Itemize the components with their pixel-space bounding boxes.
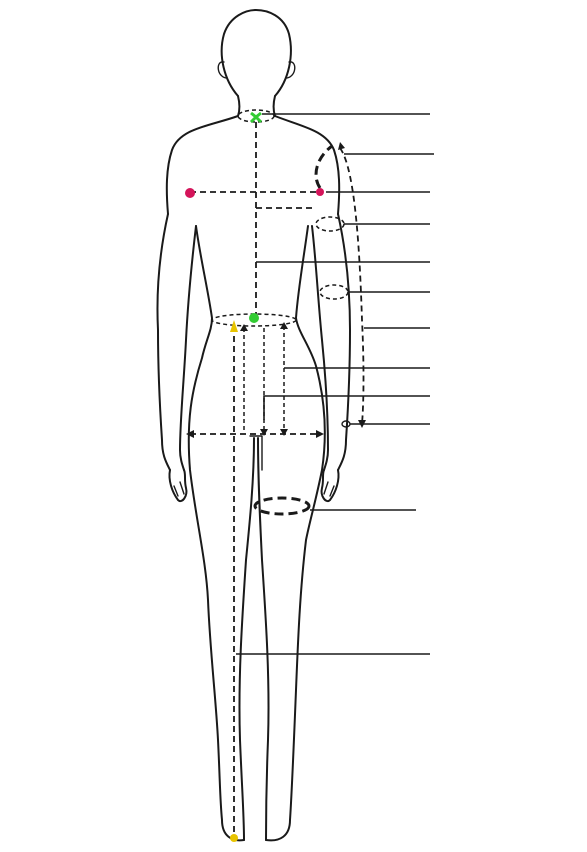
leader-lines xyxy=(236,113,434,655)
right-shoulder-point xyxy=(316,188,324,196)
hip-depth-arrow-up xyxy=(280,322,288,329)
left-arm-inner xyxy=(179,225,197,471)
waist-point xyxy=(249,313,259,323)
head-outline xyxy=(220,9,292,97)
body-left-side xyxy=(187,225,245,842)
shoulder-slope-guide xyxy=(314,144,333,189)
sleeve-arrow-top xyxy=(338,142,345,150)
left-fingers xyxy=(173,481,185,497)
right-arm-inner xyxy=(311,225,329,471)
figure-outline xyxy=(156,9,351,842)
hip-arrow-right xyxy=(316,430,324,438)
left-arm-outer xyxy=(156,213,171,471)
neck-left xyxy=(237,95,241,117)
hip-arrow-left xyxy=(186,430,194,438)
crotch xyxy=(249,435,263,471)
right-ear xyxy=(286,61,296,79)
leader-crotch-depth xyxy=(263,395,430,420)
left-leg-inner xyxy=(238,437,255,841)
neck-point-marker xyxy=(249,111,263,124)
torso-left-contour xyxy=(165,115,239,215)
neck-right xyxy=(272,95,276,117)
right-arm-outer xyxy=(337,213,351,471)
hip-point-marker xyxy=(230,320,238,332)
torso-right-contour xyxy=(274,115,341,215)
left-shoulder-point xyxy=(185,188,195,198)
crotch-arrow-down xyxy=(260,429,268,436)
hip-depth-arrow-down xyxy=(280,429,288,436)
sleeve-length-guide xyxy=(339,147,365,425)
arrow-heads xyxy=(186,142,366,438)
neck-guide xyxy=(237,109,275,123)
left-ear xyxy=(217,61,227,79)
body-right-side xyxy=(265,225,326,842)
right-leg-inner xyxy=(257,437,270,841)
left-hand xyxy=(168,469,188,502)
crotch-arrow-up xyxy=(240,324,248,331)
measurement-guides xyxy=(190,109,365,836)
ankle-point xyxy=(230,834,238,842)
landmark-points xyxy=(185,111,324,842)
elbow-guide xyxy=(319,284,349,300)
right-fingers xyxy=(323,481,335,497)
thigh-guide xyxy=(253,496,311,516)
right-hand xyxy=(320,469,340,502)
